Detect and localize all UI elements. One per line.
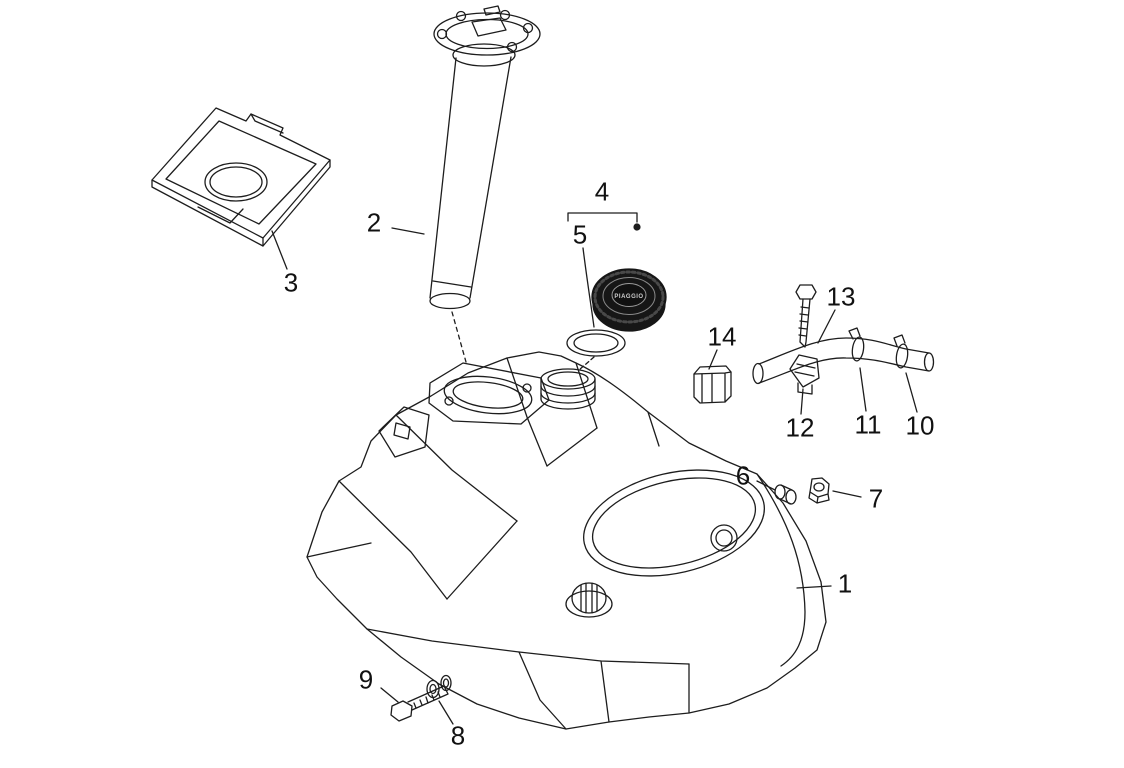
hose-clamp-10-drawing — [893, 334, 909, 369]
fuel-cap-drawing: PIAGGIO — [591, 268, 667, 332]
connector-drawing — [693, 365, 732, 404]
leader-lines — [271, 227, 918, 725]
fuel-tank-drawing — [306, 351, 827, 730]
tank-front-cap-drawing — [565, 582, 613, 618]
sender-mount-drawing — [428, 362, 550, 425]
hose-clamp-11-drawing — [848, 327, 865, 362]
cap-brand-text: PIAGGIO — [614, 294, 643, 300]
spacer-drawing — [774, 484, 797, 505]
tank-ear-drawing — [378, 406, 430, 458]
nut-drawing — [808, 477, 830, 504]
hose-bracket-drawing — [789, 354, 820, 395]
tank-oval-recess-drawing — [583, 469, 765, 577]
bracket-screw-drawing — [795, 284, 817, 348]
fuel-hose-drawing — [752, 337, 935, 385]
cover-panel-drawing — [151, 107, 331, 247]
fuel-sender-drawing — [429, 5, 541, 363]
filler-neck-drawing — [540, 368, 596, 410]
gasket-drawing — [566, 329, 626, 371]
group-4-bracket — [567, 212, 641, 231]
